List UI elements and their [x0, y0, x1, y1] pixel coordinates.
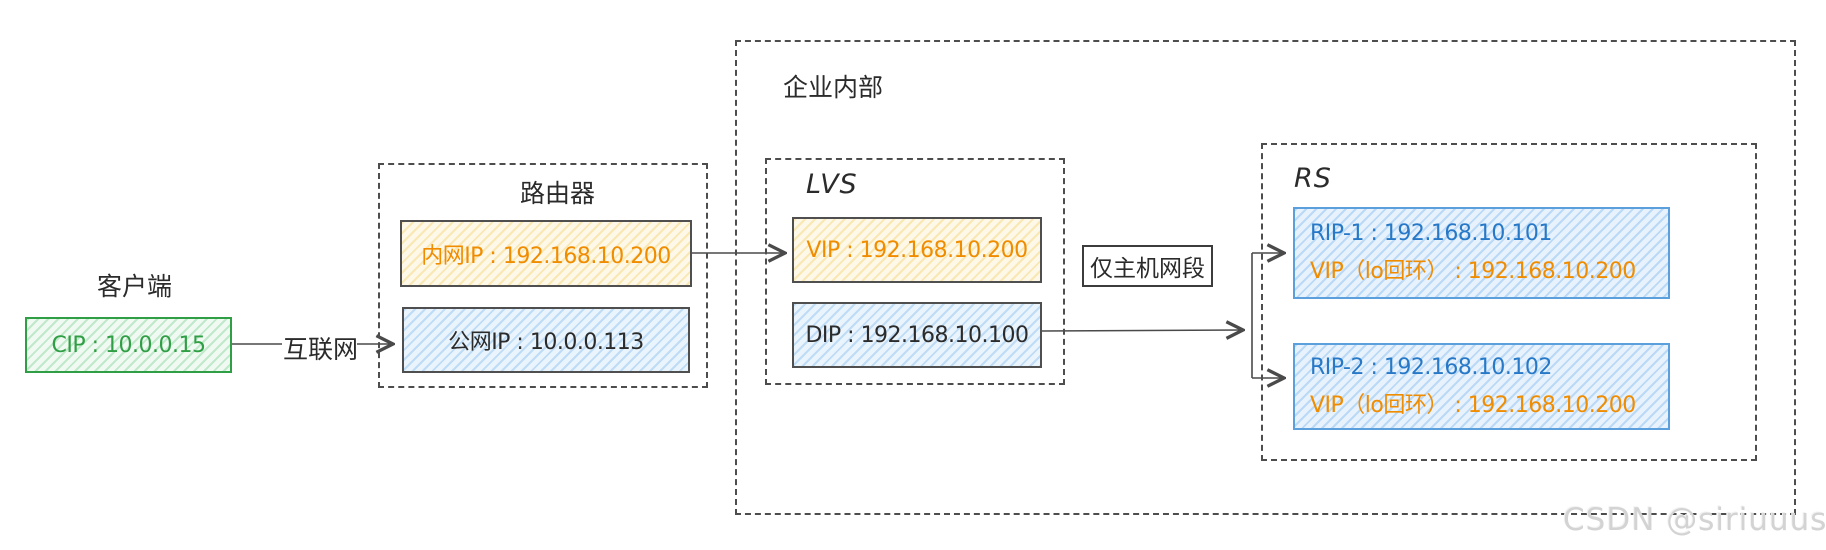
rs-server-2-box: RIP-2 : 192.168.10.102 VIP（lo回环） : 192.1…	[1293, 343, 1670, 430]
rs-server-1-box: RIP-1 : 192.168.10.101 VIP（lo回环） : 192.1…	[1293, 207, 1670, 299]
csdn-watermark: CSDN @siriuuus	[1563, 502, 1826, 538]
host-only-label-box: 仅主机网段	[1082, 245, 1213, 287]
rs-server-1-rip-text: RIP-1 : 192.168.10.101	[1310, 221, 1552, 246]
rs-zone	[1261, 143, 1757, 461]
rs-title: RS	[1294, 163, 1332, 194]
lvs-dip-box: DIP : 192.168.10.100	[792, 302, 1042, 368]
router-zone	[378, 163, 708, 388]
router-lan-ip-text: 内网IP : 192.168.10.200	[421, 243, 671, 269]
lvs-title: LVS	[806, 169, 858, 200]
lvs-vip-text: VIP : 192.168.10.200	[806, 237, 1028, 263]
host-only-label-text: 仅主机网段	[1090, 256, 1205, 282]
lvs-dip-text: DIP : 192.168.10.100	[805, 322, 1029, 348]
router-lan-ip-box: 内网IP : 192.168.10.200	[400, 220, 692, 287]
router-wan-ip-text: 公网IP : 10.0.0.113	[448, 330, 644, 355]
lvs-zone	[765, 158, 1065, 385]
client-cip-text: CIP : 10.0.0.15	[51, 332, 206, 358]
router-title: 路由器	[520, 179, 596, 208]
client-cip-box: CIP : 10.0.0.15	[25, 317, 232, 373]
internet-label: 互联网	[283, 335, 359, 364]
rs-server-1-vip-text: VIP（lo回环） : 192.168.10.200	[1310, 259, 1636, 284]
rs-server-2-rip-text: RIP-2 : 192.168.10.102	[1310, 354, 1552, 380]
lvs-vip-box: VIP : 192.168.10.200	[792, 217, 1042, 283]
client-title: 客户端	[97, 272, 173, 301]
enterprise-zone	[735, 40, 1796, 515]
enterprise-title: 企业内部	[783, 73, 884, 102]
rs-server-2-vip-text: VIP（lo回环） : 192.168.10.200	[1310, 392, 1636, 418]
router-wan-ip-box: 公网IP : 10.0.0.113	[402, 307, 690, 373]
